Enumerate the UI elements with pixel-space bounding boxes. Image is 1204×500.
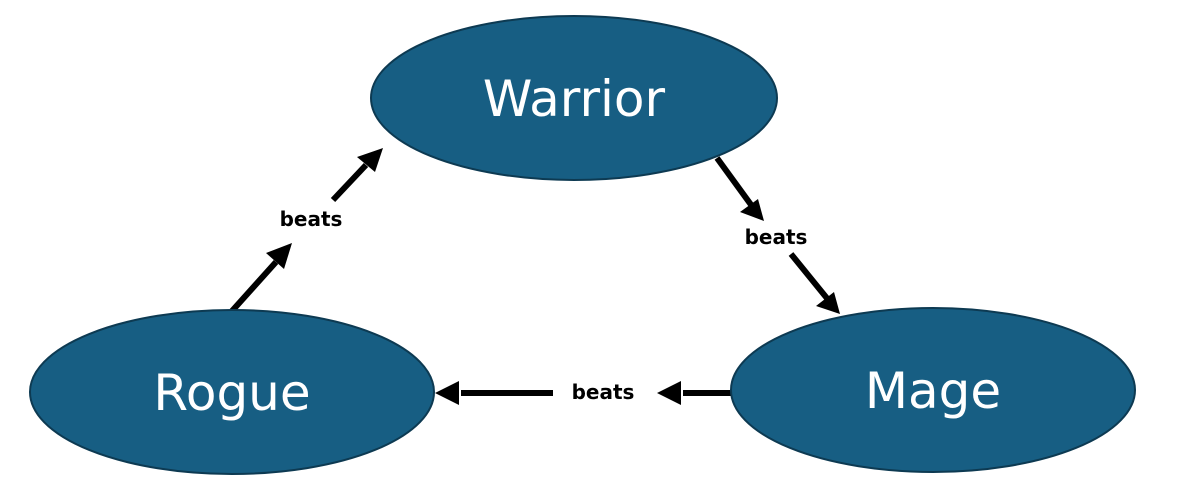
arrow-rogue-to-warrior-head-2: [357, 148, 383, 172]
arrow-rogue-to-warrior-head-1: [266, 243, 292, 269]
edge-label-warrior-mage: beats: [745, 225, 808, 249]
edge-rogue-beats-warrior: beats: [229, 148, 383, 314]
node-mage: Mage: [730, 307, 1136, 473]
arrow-mage-to-rogue-head-2: [435, 381, 459, 405]
node-rogue-shape: [29, 309, 435, 475]
edge-warrior-beats-mage: beats: [714, 156, 840, 314]
node-mage-label: Mage: [865, 362, 1001, 420]
edge-mage-beats-rogue: beats: [435, 380, 732, 405]
edge-label-mage-rogue: beats: [572, 380, 635, 404]
edge-label-rogue-warrior: beats: [280, 207, 343, 231]
arrow-mage-to-rogue-head-1: [657, 381, 681, 405]
node-warrior: Warrior: [370, 15, 778, 181]
node-warrior-label: Warrior: [483, 70, 666, 128]
node-rogue-label: Rogue: [153, 364, 310, 422]
arrow-rogue-to-warrior-segment-1: [229, 259, 279, 314]
arrow-warrior-to-mage-tail: [714, 156, 760, 215]
arrow-mage-approach-tail: [788, 252, 833, 304]
node-mage-shape: [730, 307, 1136, 473]
arrow-warrior-to-mage-head-2: [816, 292, 840, 314]
arrow-warrior-to-mage-head-1: [740, 199, 764, 221]
node-rogue: Rogue: [29, 309, 435, 475]
arrow-rogue-to-warrior-segment-2: [330, 162, 369, 203]
node-warrior-shape: [370, 15, 778, 181]
